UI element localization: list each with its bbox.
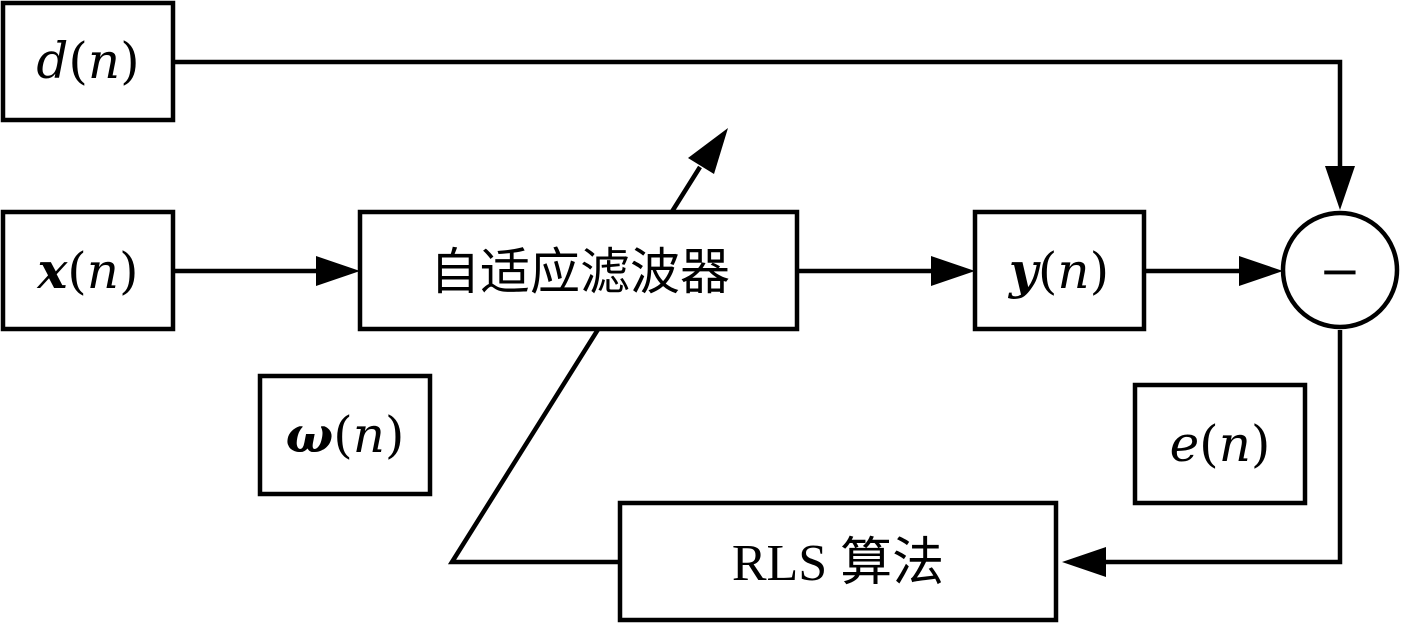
input-var: x bbox=[36, 241, 68, 300]
svg-text:d(n): d(n) bbox=[36, 32, 139, 90]
block-weights: ω(n) bbox=[257, 373, 433, 497]
block-input-frame bbox=[0, 209, 176, 332]
block-filter-frame bbox=[357, 209, 800, 332]
weights-arg: n bbox=[353, 406, 385, 464]
arrowhead-into-algorithm bbox=[1062, 547, 1106, 577]
summing-junction-symbol: − bbox=[1319, 242, 1361, 300]
summing-junction: − bbox=[1280, 210, 1400, 330]
output-arg: n bbox=[1057, 242, 1089, 300]
weights-var: ω bbox=[286, 405, 334, 464]
svg-text:e(n): e(n) bbox=[1170, 415, 1271, 473]
block-algorithm: RLS 算法 bbox=[617, 500, 1059, 623]
block-input: x(n) bbox=[0, 209, 176, 332]
arrowhead-into-filter bbox=[316, 256, 360, 286]
error-arg: n bbox=[1219, 415, 1251, 473]
block-filter: 自适应滤波器 bbox=[357, 209, 800, 332]
arrowhead-into-output bbox=[931, 256, 975, 286]
block-algorithm-frame bbox=[617, 500, 1059, 623]
algorithm-label: RLS 算法 bbox=[732, 535, 944, 592]
svg-text:y(n): y(n) bbox=[1008, 241, 1109, 300]
block-error-frame bbox=[1132, 382, 1308, 506]
svg-text:x(n): x(n) bbox=[36, 241, 138, 300]
arrowhead-weight-adjust bbox=[688, 128, 728, 174]
block-output-frame bbox=[972, 209, 1147, 332]
error-var: e bbox=[1170, 415, 1200, 473]
wire-desired-to-junction bbox=[173, 59, 1343, 178]
output-var: y bbox=[1008, 241, 1041, 300]
block-desired: d(n) bbox=[0, 0, 176, 123]
block-desired-frame bbox=[0, 0, 176, 123]
arrowhead-into-junction-top bbox=[1325, 166, 1355, 210]
input-arg: n bbox=[87, 242, 119, 300]
svg-text:ω(n): ω(n) bbox=[286, 405, 405, 464]
block-output: y(n) bbox=[972, 209, 1147, 332]
arrowheads bbox=[316, 128, 1355, 577]
block-weights-frame bbox=[257, 373, 433, 497]
desired-arg: n bbox=[88, 32, 120, 90]
filter-label: 自适应滤波器 bbox=[430, 243, 730, 301]
block-error: e(n) bbox=[1132, 382, 1308, 506]
desired-var: d bbox=[36, 32, 68, 90]
arrowhead-into-junction-left bbox=[1239, 256, 1283, 286]
summing-junction-circle bbox=[1280, 210, 1400, 330]
wire-junction-to-algorithm bbox=[1100, 330, 1343, 565]
